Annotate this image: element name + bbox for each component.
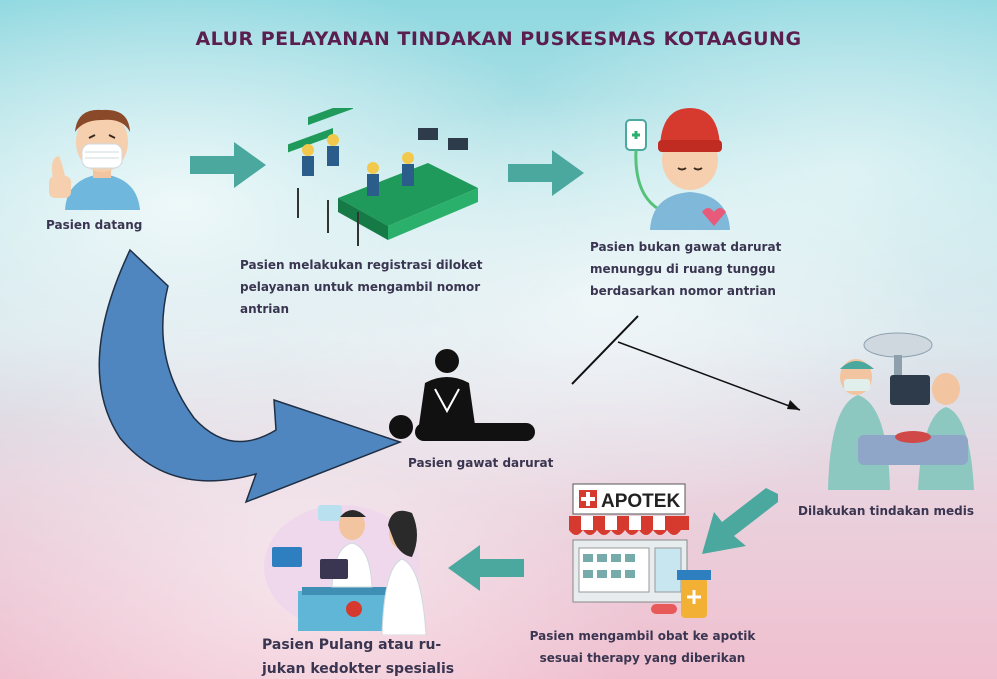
- step-apotik: Pasien mengambil obat ke apotik sesuai t…: [529, 629, 756, 665]
- registration-queue-icon: [278, 108, 488, 248]
- step-pasien-datang: Pasien datang: [46, 218, 143, 232]
- emergency-cpr-icon: [385, 343, 545, 448]
- step-tunggu: Pasien bukan gawat darurat menunggu di r…: [590, 240, 782, 298]
- curved-arrow-icon: [80, 248, 410, 510]
- page-title: ALUR PELAYANAN TINDAKAN PUSKESMAS KOTAAG…: [195, 28, 802, 50]
- decision-connector: [570, 312, 810, 422]
- diagonal-arrow-icon: [700, 488, 780, 558]
- pharmacy-icon: APOTEK: [565, 478, 715, 628]
- patient-icon: [45, 100, 160, 210]
- step-registrasi: Pasien melakukan registrasi diloket pela…: [240, 258, 483, 316]
- surgery-icon: [818, 325, 978, 490]
- step-tindakan-medis: Dilakukan tindakan medis: [798, 504, 974, 518]
- doctor-consultation-icon: [262, 495, 442, 635]
- right-arrow-icon: [508, 148, 586, 198]
- right-arrow-icon: [190, 140, 268, 190]
- step-gawat-darurat: Pasien gawat darurat: [408, 456, 554, 470]
- apotek-sign-text: APOTEK: [601, 491, 680, 512]
- waiting-patient-icon: [620, 100, 740, 230]
- step-pulang: Pasien Pulang atau ru-jukan kedokter spe…: [262, 637, 455, 677]
- left-arrow-icon: [446, 543, 524, 593]
